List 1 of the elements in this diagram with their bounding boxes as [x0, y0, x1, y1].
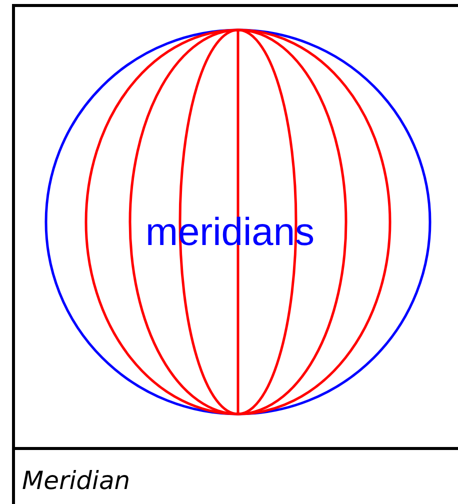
figure-caption: Meridian — [22, 466, 130, 496]
